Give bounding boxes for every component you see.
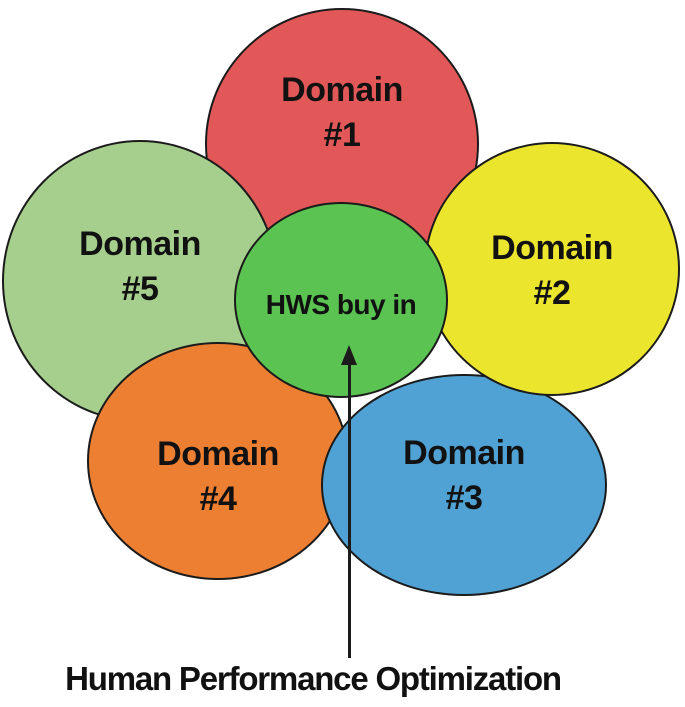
domain-3-label-line2: #3 bbox=[445, 479, 483, 517]
domain-5-label: Domain #5 bbox=[79, 222, 201, 312]
domain-4-label-line2: #4 bbox=[199, 480, 237, 518]
domain-1-label: Domain #1 bbox=[281, 68, 403, 158]
domain-1-label-line1: Domain bbox=[281, 70, 403, 109]
domain-2-circle: Domain #2 bbox=[424, 142, 680, 396]
center-circle: HWS buy in bbox=[234, 202, 448, 398]
arrow-shaft bbox=[348, 360, 351, 658]
domain-2-label-line1: Domain bbox=[491, 228, 613, 267]
diagram-caption: Human Performance Optimization bbox=[65, 660, 562, 697]
domain-5-label-line2: #5 bbox=[121, 270, 159, 308]
domain-3-label: Domain #3 bbox=[403, 431, 525, 521]
center-circle-label: HWS buy in bbox=[265, 289, 417, 320]
domain-5-label-line1: Domain bbox=[79, 224, 201, 263]
domain-4-label-line1: Domain bbox=[157, 434, 279, 473]
domain-1-label-line2: #1 bbox=[323, 116, 361, 154]
domain-4-label: Domain #4 bbox=[157, 432, 279, 522]
domain-2-label: Domain #2 bbox=[491, 226, 613, 316]
domain-3-label-line1: Domain bbox=[403, 433, 525, 472]
domain-3-circle: Domain #3 bbox=[321, 374, 607, 596]
arrow-up-icon bbox=[341, 345, 357, 365]
domain-2-label-line2: #2 bbox=[533, 274, 571, 312]
